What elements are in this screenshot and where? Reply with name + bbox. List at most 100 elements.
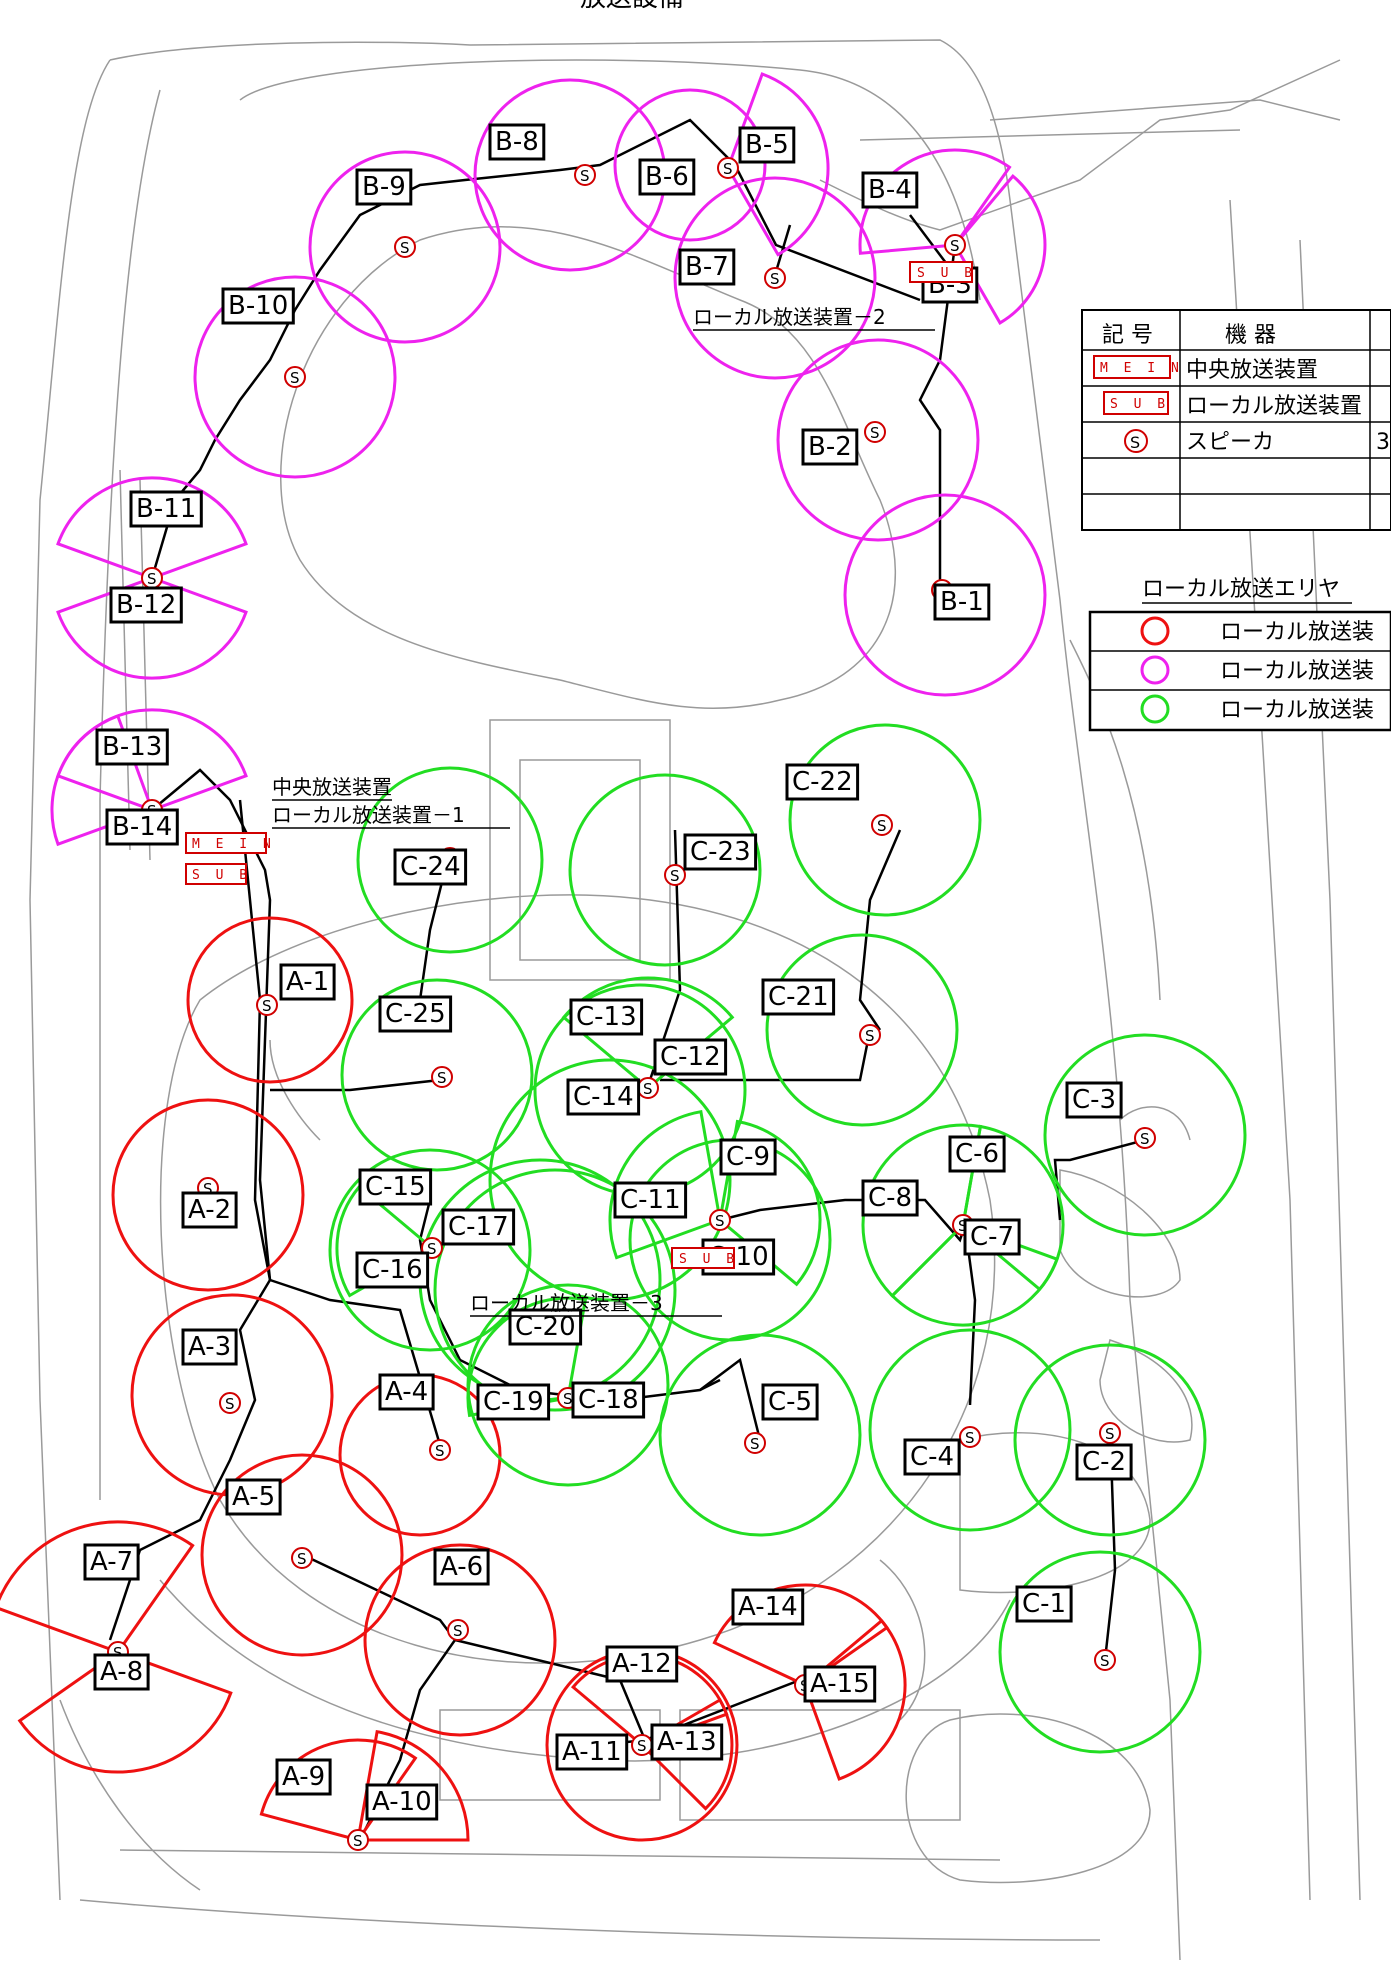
label-b-5: B-5	[738, 126, 796, 164]
coverage-area-c-24	[356, 766, 544, 954]
svg-text:C-22: C-22	[792, 767, 853, 797]
svg-text:B-6: B-6	[645, 162, 689, 192]
svg-text:S U B: S U B	[917, 266, 976, 281]
label-b-14: B-14	[105, 808, 179, 846]
label-c-3: C-3	[1065, 1081, 1123, 1119]
coverage-area-b-1	[843, 493, 1047, 697]
svg-text:C-18: C-18	[578, 1385, 639, 1415]
area-legend-label-b: ローカル放送装	[1220, 659, 1374, 684]
svg-text:A-2: A-2	[188, 1195, 231, 1225]
svg-text:C-12: C-12	[660, 1042, 721, 1072]
svg-text:A-6: A-6	[440, 1552, 483, 1582]
label-b-2: B-2	[801, 428, 859, 466]
svg-text:A-3: A-3	[188, 1332, 231, 1362]
svg-text:C-25: C-25	[385, 999, 446, 1029]
label-a-7: A-7	[83, 1543, 140, 1581]
svg-text:A-10: A-10	[372, 1787, 432, 1817]
coverage-area-b-6	[613, 88, 767, 242]
label-c-18: C-18	[571, 1381, 646, 1419]
central-unit-note: 中央放送装置	[272, 775, 392, 801]
svg-text:S: S	[453, 1622, 463, 1640]
legend-row-main: 中央放送装置	[1186, 358, 1318, 383]
svg-text:C-3: C-3	[1072, 1085, 1116, 1115]
sub-unit-box-3: S U B	[671, 1247, 735, 1269]
coverage-area-c-14	[488, 1058, 732, 1302]
svg-text:S: S	[580, 167, 590, 185]
speaker-icon: S	[574, 164, 596, 186]
speaker-icon: S	[429, 1439, 451, 1461]
legend-main-symbol: M E I N	[1100, 361, 1183, 376]
coverage-area-c-15	[328, 1148, 532, 1352]
svg-text:S: S	[958, 1217, 968, 1235]
svg-text:C-7: C-7	[970, 1222, 1014, 1252]
speaker-icon: S	[864, 421, 886, 443]
svg-text:C-4: C-4	[910, 1442, 954, 1472]
svg-text:S: S	[113, 1644, 123, 1662]
coverage-area-a-1	[186, 916, 354, 1084]
svg-text:A-14: A-14	[738, 1592, 798, 1622]
coverage-area-b-9	[308, 150, 502, 344]
svg-text:C-1: C-1	[1022, 1589, 1066, 1619]
coverage-area-c-20	[433, 1168, 677, 1412]
svg-text:S: S	[950, 237, 960, 255]
local-unit-3-note: ローカル放送装置－3	[470, 1291, 722, 1317]
label-a-10: A-10	[365, 1783, 439, 1821]
label-a-4: A-4	[378, 1373, 435, 1411]
svg-text:S U B: S U B	[192, 868, 251, 883]
legend-speaker-icon: S	[1124, 429, 1148, 453]
svg-text:S: S	[870, 424, 880, 442]
label-c-24: C-24	[393, 848, 468, 886]
speaker-icon: S	[859, 1024, 881, 1046]
svg-text:S: S	[353, 1832, 363, 1850]
svg-text:A-13: A-13	[657, 1727, 717, 1757]
label-c-5: C-5	[761, 1383, 819, 1421]
legend-row-speaker: スピーカ	[1186, 430, 1274, 455]
svg-text:C-24: C-24	[400, 852, 461, 882]
coverage-area-a-6	[363, 1543, 557, 1737]
svg-text:S: S	[865, 1027, 875, 1045]
coverage-area-c-7	[890, 1223, 1059, 1327]
coverage-area-c-16	[335, 1184, 435, 1298]
coverage-area-c-23	[568, 773, 762, 967]
area-legend: ローカル放送エリヤ ローカル放送装 ローカル放送装 ローカル放送装	[1088, 577, 1391, 732]
svg-text:A-4: A-4	[385, 1377, 428, 1407]
svg-text:C-16: C-16	[362, 1255, 423, 1285]
label-b-8: B-8	[488, 123, 546, 161]
svg-text:S: S	[147, 570, 157, 588]
label-b-9: B-9	[355, 168, 413, 206]
sub-unit-box-2: S U B	[909, 261, 976, 283]
svg-text:S: S	[435, 1442, 445, 1460]
label-c-12: C-12	[653, 1038, 728, 1076]
coverage-areas	[0, 72, 1247, 1842]
coverage-area-b-12	[56, 576, 248, 680]
label-c-23: C-23	[683, 833, 758, 871]
area-legend-swatch-b	[1140, 655, 1170, 685]
coverage-area-c-3	[1043, 1033, 1247, 1237]
svg-text:S: S	[1105, 1425, 1115, 1443]
svg-text:S: S	[1140, 1130, 1150, 1148]
svg-text:A-5: A-5	[232, 1482, 275, 1512]
area-legend-title: ローカル放送エリヤ	[1142, 577, 1340, 602]
coverage-area-a-2	[111, 1098, 305, 1292]
svg-text:S: S	[225, 1395, 235, 1413]
label-a-13: A-13	[650, 1723, 724, 1761]
label-b-10: B-10	[221, 287, 295, 325]
svg-text:B-2: B-2	[808, 432, 852, 462]
speaker-icon: S	[664, 864, 686, 886]
speaker-icon: S	[744, 1432, 766, 1454]
speaker-icon: S	[1094, 1649, 1116, 1671]
svg-text:B-9: B-9	[362, 172, 406, 202]
svg-text:S: S	[563, 1390, 573, 1408]
coverage-area-a-14	[712, 1583, 889, 1687]
svg-text:B-13: B-13	[102, 732, 162, 762]
svg-text:C-21: C-21	[768, 982, 829, 1012]
speaker-icon: S	[256, 994, 278, 1016]
label-a-2: A-2	[181, 1191, 238, 1229]
local-unit-2-note: ローカル放送装置－2	[693, 305, 935, 331]
svg-text:M E I N: M E I N	[192, 837, 275, 852]
label-a-8: A-8	[93, 1653, 150, 1691]
svg-text:C-11: C-11	[620, 1185, 681, 1215]
svg-text:B-12: B-12	[116, 590, 176, 620]
label-c-16: C-16	[355, 1251, 430, 1289]
